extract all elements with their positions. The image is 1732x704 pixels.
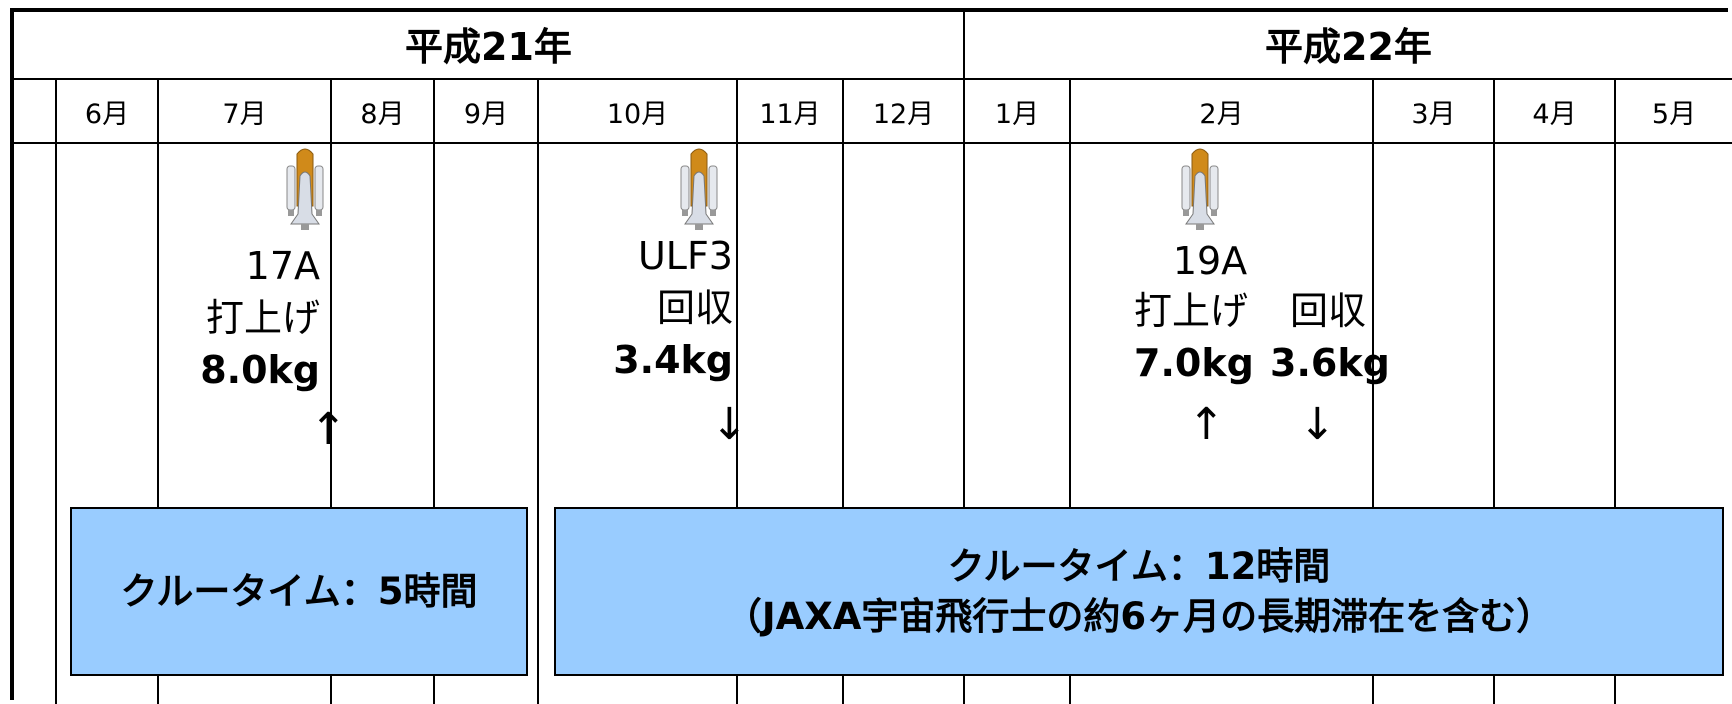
month-header: 9月 [463,98,509,130]
launch-arrow: ↑ [310,404,347,455]
col-divider [842,78,844,704]
month-header: 7月 [222,98,267,130]
col-divider [55,78,57,704]
col-divider [330,78,332,704]
event-19a-weight: 7.0kg [1134,341,1254,385]
space-shuttle-icon [1181,148,1219,230]
month-row-divider [10,142,1732,144]
crew-time-text: クルータイム：12時間 [947,544,1331,588]
month-header: 6月 [84,98,130,130]
month-header: 10月 [606,98,669,130]
event-ulf3: ULF3 回収 3.4kg [565,230,733,386]
weight-label: 3.4kg [613,338,733,382]
crew-time-note: （JAXA宇宙飛行士の約6ヶ月の長期滞在を含む） [724,594,1554,638]
action-label: 打上げ [205,296,320,340]
col-divider [433,78,435,704]
crew-time-box-2: クルータイム：12時間 （JAXA宇宙飛行士の約6ヶ月の長期滞在を含む） [554,507,1724,676]
table-frame [10,8,1728,700]
month-header: 2月 [1199,98,1244,130]
month-header: 12月 [872,98,935,130]
mission-label: ULF3 [637,234,733,278]
col-divider [157,78,159,704]
event-19a-mission: 19A [1172,239,1248,283]
col-divider [537,78,539,704]
year-row-divider [10,78,1732,80]
month-header: 4月 [1532,98,1577,130]
year-header-h22: 平成22年 [1265,24,1432,69]
col-divider [1069,78,1071,704]
launch-arrow: ↑ [1188,399,1225,450]
col-divider [1614,78,1616,704]
weight-label: 8.0kg [200,348,320,392]
mission-label: 17A [245,244,320,288]
crew-time-text: クルータイム：5時間 [120,569,478,613]
month-header: 11月 [759,98,821,130]
crew-time-box-1: クルータイム：5時間 [70,507,528,676]
space-shuttle-icon [286,148,324,230]
col-divider [1493,78,1495,704]
year-header-h21: 平成21年 [405,24,572,69]
event-19a-weight2: 3.6kg [1270,341,1390,385]
return-arrow: ↓ [711,399,748,450]
event-19a-action: 打上げ [1134,289,1249,333]
col-divider [736,78,738,704]
month-header: 3月 [1411,98,1456,130]
month-header: 8月 [360,98,405,130]
month-header: 5月 [1651,98,1697,130]
month-header: 1月 [994,98,1040,130]
return-arrow: ↓ [1299,399,1336,450]
event-17a: 17A 打上げ 8.0kg [150,240,320,396]
col-divider [1372,78,1374,704]
year-divider [963,8,965,704]
space-shuttle-icon [680,148,718,230]
action-label: 回収 [656,286,733,330]
event-19a-action2: 回収 [1290,289,1367,333]
